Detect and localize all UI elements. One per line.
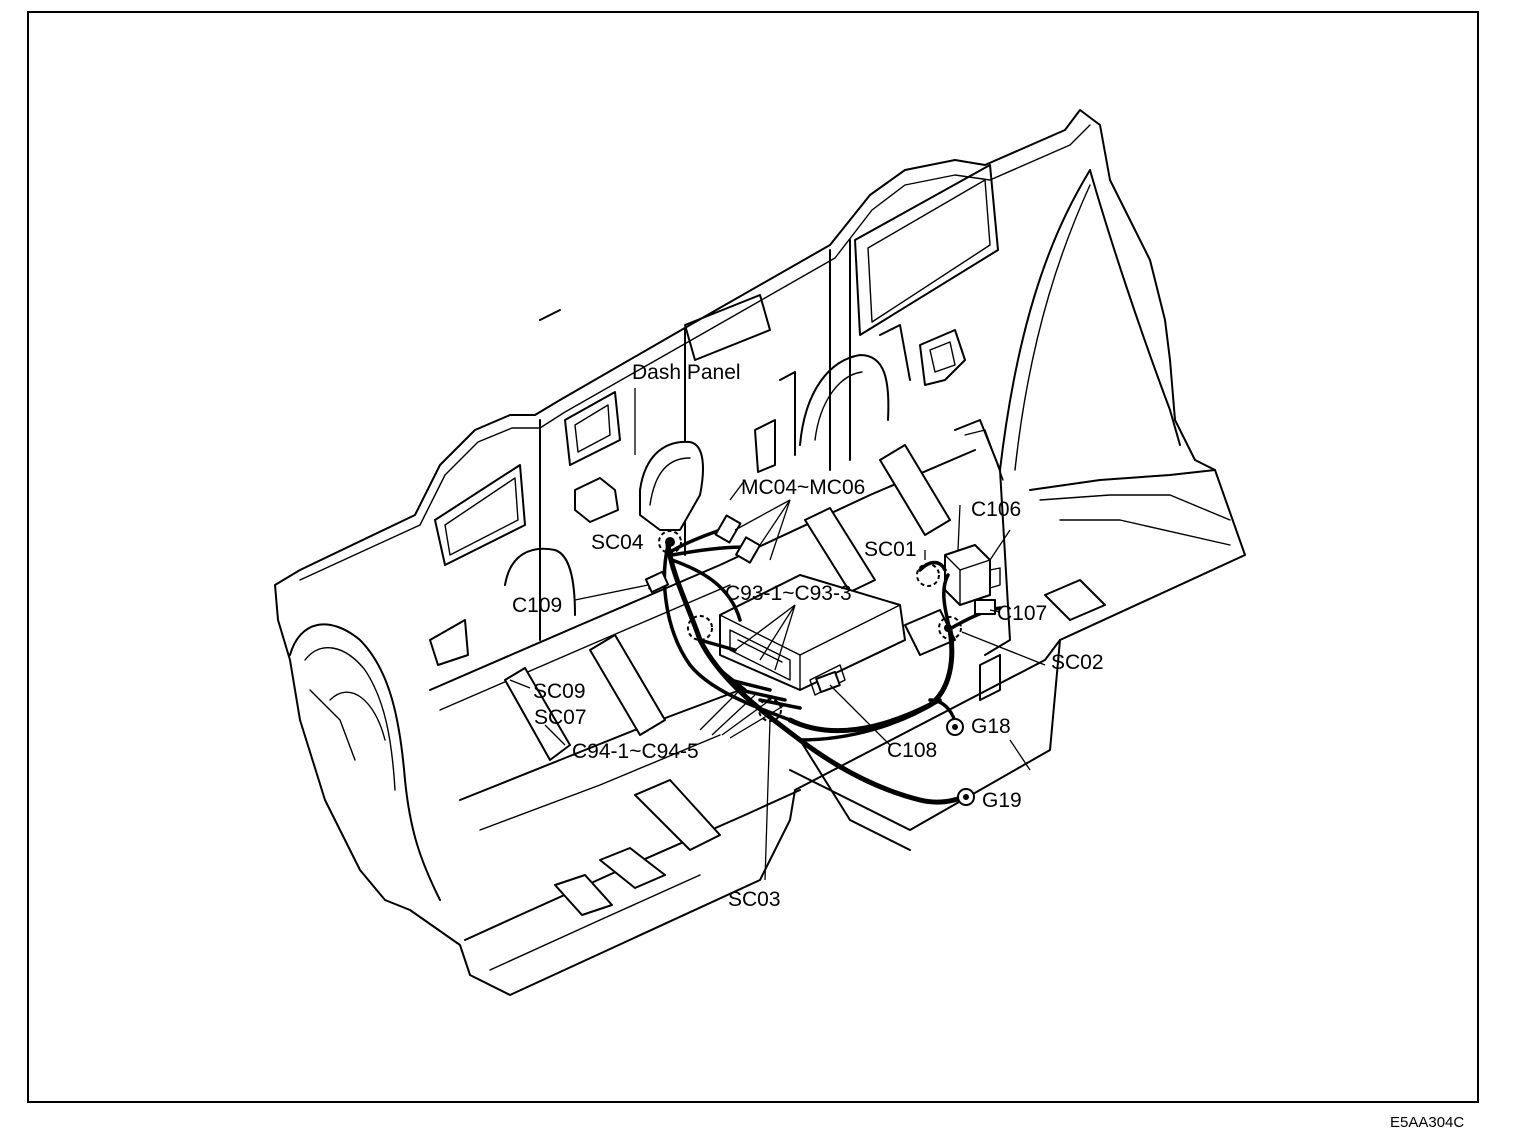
label-sc04: SC04: [591, 531, 644, 554]
figure-code: E5AA304C: [1390, 1114, 1464, 1131]
label-c108: C108: [887, 739, 937, 762]
floor-pad: [599, 847, 666, 889]
wiring-harness: [644, 514, 1002, 805]
floor-pad: [804, 507, 876, 593]
label-c107: C107: [997, 602, 1047, 625]
leader-lines: [509, 388, 1046, 881]
splice-sc07-marker: [687, 615, 713, 641]
floor-pad: [879, 444, 951, 536]
splice-sc01-marker: [916, 563, 940, 587]
label-c93: C93-1~C93-3: [725, 582, 852, 605]
label-sc07: SC07: [534, 706, 587, 729]
label-c106: C106: [971, 498, 1021, 521]
floor-pad: [554, 874, 613, 916]
splice-sc04-marker: [658, 530, 682, 554]
label-g19: G19: [982, 789, 1022, 812]
label-sc02: SC02: [1051, 651, 1104, 674]
splice-sc02-marker: [938, 616, 962, 640]
label-c109: C109: [512, 594, 562, 617]
dash-panel-body: [274, 109, 1246, 996]
label-dash-panel: Dash Panel: [632, 361, 741, 384]
floor-pad: [589, 634, 666, 736]
floor-pad: [634, 779, 721, 851]
label-sc09: SC09: [533, 680, 586, 703]
floor-pad: [1044, 579, 1106, 621]
label-mc04-mc06: MC04~MC06: [741, 476, 865, 499]
splice-sc04-dot: [665, 537, 675, 547]
label-g18: G18: [971, 715, 1011, 738]
label-sc01: SC01: [864, 538, 917, 561]
figure-border: [27, 11, 1479, 1103]
splice-sc02-dot: [944, 624, 952, 632]
knee-bolster: [639, 440, 704, 531]
label-c94: C94-1~C94-5: [572, 740, 699, 763]
junction-box: [719, 574, 906, 696]
relay-block: [944, 544, 1001, 606]
floor-pad: [504, 667, 571, 761]
label-sc03: SC03: [728, 888, 781, 911]
